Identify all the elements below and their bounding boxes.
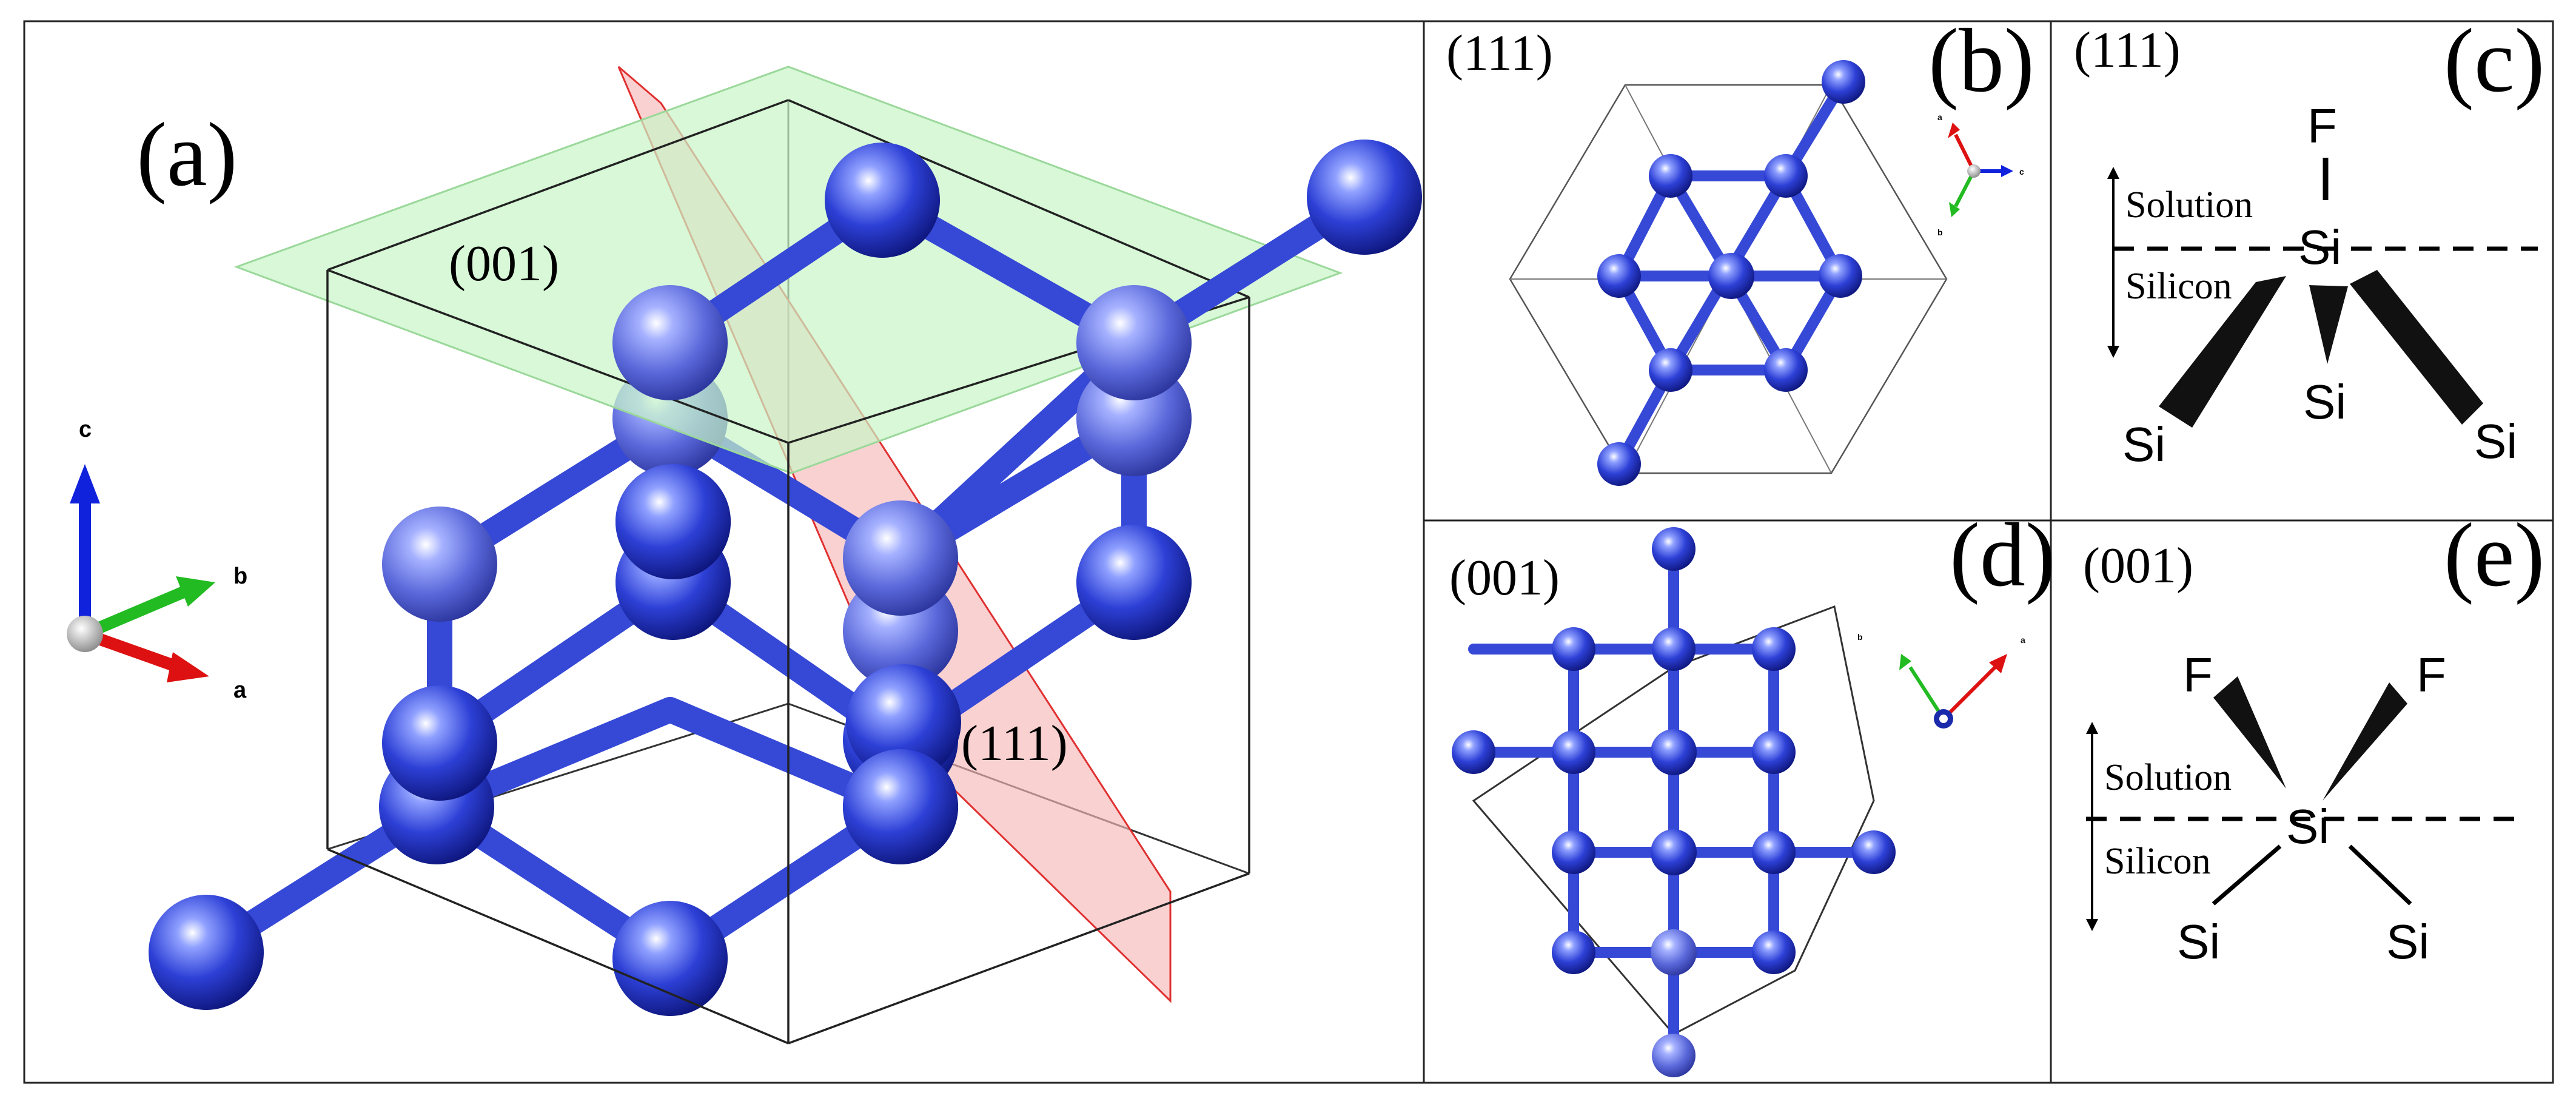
panel-d-plane-label: (001) [1449, 550, 1560, 606]
atom-c-right-si: Si [2474, 414, 2517, 468]
atom-c-left-si: Si [2122, 417, 2165, 471]
atom-a-5 [382, 685, 497, 801]
atom-d-3 [1652, 627, 1696, 671]
atom-b-8 [1764, 348, 1808, 392]
axis-a-label-b: a [1937, 112, 1942, 122]
unit-cell-front-edges [326, 99, 1250, 1045]
atom-d-11 [1752, 830, 1796, 874]
atom-b-6 [1819, 254, 1862, 298]
atom-b-9 [1597, 442, 1641, 486]
axis-b-label-d: b [1857, 632, 1863, 642]
atom-a-10 [843, 500, 958, 616]
panel-a: c b a (a) (001) (111) [67, 66, 1422, 1045]
axis-triad-b: a c b [1937, 112, 2024, 237]
unit-cell-outline-d [1472, 605, 1875, 1035]
atom-e-bottom-right-si: Si [2386, 915, 2429, 969]
wedge-left-e [2213, 676, 2286, 789]
atom-b-5 [1708, 253, 1754, 299]
outer-border [23, 20, 2554, 1084]
solution-label-e: Solution [2104, 757, 2232, 798]
atom-d-9 [1552, 830, 1595, 874]
wedge-left-c [2159, 276, 2286, 428]
atom-a-2 [612, 901, 728, 1016]
atom-a-under [846, 664, 961, 779]
panel-b-plane-label: (111) [1446, 25, 1553, 81]
panel-d-label: (d) [1950, 505, 2056, 605]
atom-c-center-si: Si [2298, 220, 2341, 274]
atoms-b [1597, 60, 1865, 486]
panel-b: a c b (111) (b) [1446, 10, 2034, 486]
atom-d-14 [1651, 929, 1697, 975]
atom-a-12 [1076, 525, 1192, 640]
atom-d-8 [1752, 730, 1796, 774]
bond-si-si-left-e [2212, 844, 2282, 906]
wedge-right-e [2323, 682, 2407, 801]
panel-e-label: (e) [2444, 505, 2544, 605]
atom-a-top-3 [612, 285, 728, 400]
atom-b-1 [1822, 60, 1865, 104]
bonds-d [1468, 544, 1879, 1061]
atom-a-front [843, 749, 958, 864]
atom-a-mid [615, 464, 731, 579]
atom-d-10 [1651, 829, 1697, 875]
panel-e: (001) (e) Solution Silicon F F Si Si Si [2083, 505, 2544, 969]
axis-triad-d: b a [1857, 632, 2025, 729]
atom-e-bottom-left-si: Si [2177, 915, 2220, 969]
atom-b-2 [1649, 154, 1692, 198]
atom-d-13 [1552, 931, 1595, 974]
panel-b-label: (b) [1928, 10, 2034, 111]
atom-d-6 [1552, 730, 1595, 774]
atom-c-mid-si: Si [2303, 375, 2346, 429]
atom-d-12 [1852, 830, 1896, 874]
panel-borders [23, 20, 2554, 1084]
atom-b-3 [1764, 154, 1808, 198]
silicon-label-e: Silicon [2104, 841, 2211, 882]
atom-b-7 [1649, 348, 1692, 392]
axis-a-label: a [233, 678, 247, 703]
atom-d-5 [1452, 730, 1495, 774]
atom-e-center-si: Si [2286, 799, 2329, 853]
panel-c-plane-label: (111) [2074, 22, 2181, 78]
axis-c-label: c [79, 417, 92, 442]
atom-d-16 [1652, 1034, 1696, 1077]
atom-a-7 [382, 507, 497, 622]
atom-d-15 [1752, 931, 1796, 974]
atom-d-2 [1552, 627, 1595, 671]
atoms-a-top [612, 140, 1422, 864]
panel-c: (111) (c) Solution Silicon F Si Si Si Si [2074, 10, 2544, 471]
axis-c-label-b: c [2019, 167, 2024, 177]
atom-d-7 [1651, 729, 1697, 775]
panel-c-label: (c) [2444, 10, 2544, 111]
panel-e-plane-label: (001) [2083, 537, 2193, 594]
atom-a-1 [149, 895, 264, 1010]
atom-b-4 [1597, 254, 1641, 298]
axis-b-label: b [233, 564, 247, 589]
axis-b-label-b: b [1937, 227, 1943, 237]
atom-e-top-right-f: F [2417, 648, 2446, 702]
atom-c-top-f: F [2307, 99, 2337, 153]
panel-a-label: (a) [136, 104, 237, 205]
wedge-mid-c [2309, 285, 2348, 364]
atom-a-top-2 [1307, 140, 1422, 255]
atom-a-top-4 [1076, 285, 1192, 400]
atom-a-top-1 [825, 143, 940, 258]
solution-label-c: Solution [2125, 184, 2253, 226]
silicon-label-c: Silicon [2125, 266, 2232, 307]
axis-triad-a: c b a [67, 417, 247, 703]
bond-si-si-right-e [2348, 844, 2412, 906]
wedge-right-c [2350, 270, 2483, 425]
atoms-d [1452, 527, 1896, 1077]
panel-d: b a (001) (d) [1449, 505, 2056, 1077]
plane-001-label: (001) [449, 235, 559, 292]
plane-111-label: (111) [961, 715, 1068, 772]
axis-a-label-d: a [2021, 635, 2025, 645]
atom-d-1 [1652, 527, 1696, 571]
atom-d-4 [1752, 627, 1796, 671]
atom-e-top-left-f: F [2183, 648, 2213, 702]
